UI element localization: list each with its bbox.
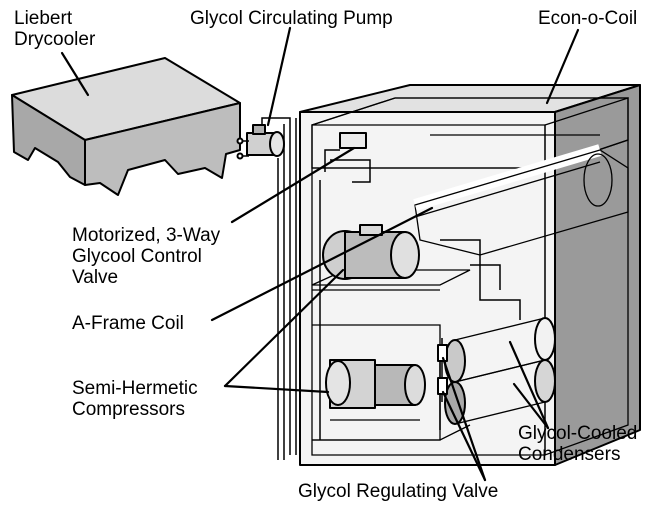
label-condensers-line2: Condensers [518, 444, 621, 465]
label-econ-o-coil: Econ-o-Coil [538, 8, 638, 29]
label-control-valve-line1: Motorized, 3-Way [72, 225, 221, 246]
label-circulating-pump: Glycol Circulating Pump [190, 8, 393, 29]
label-regulating-valve: Glycol Regulating Valve [298, 481, 499, 502]
label-compressors: Semi-Hermetic Compressors [72, 378, 198, 420]
glycol-piping [261, 117, 297, 460]
control-valve-body [324, 132, 371, 183]
regulating-valves-body [437, 338, 448, 402]
label-drycooler-line2: Drycooler [14, 29, 96, 50]
label-a-frame-coil: A-Frame Coil [72, 313, 184, 334]
leader-lines [60, 26, 580, 482]
label-compressors-line2: Compressors [72, 399, 185, 420]
label-drycooler: Liebert Drycooler [14, 8, 95, 50]
label-condensers: Glycol-Cooled Condensers [518, 423, 637, 465]
drycooler-unit [11, 57, 241, 196]
circulating-pump [236, 124, 285, 160]
lower-compressor [325, 359, 426, 421]
a-frame-coil [413, 144, 629, 256]
label-condensers-line1: Glycol-Cooled [518, 423, 638, 444]
label-control-valve: Motorized, 3-Way Glycool Control Valve [72, 225, 220, 288]
label-compressors-line1: Semi-Hermetic [72, 378, 198, 399]
label-drycooler-line1: Liebert [14, 8, 73, 29]
label-control-valve-line2: Glycool Control [72, 246, 202, 267]
label-control-valve-line3: Valve [72, 267, 119, 288]
upper-compressor [322, 224, 420, 280]
glycol-condensers [444, 317, 556, 425]
